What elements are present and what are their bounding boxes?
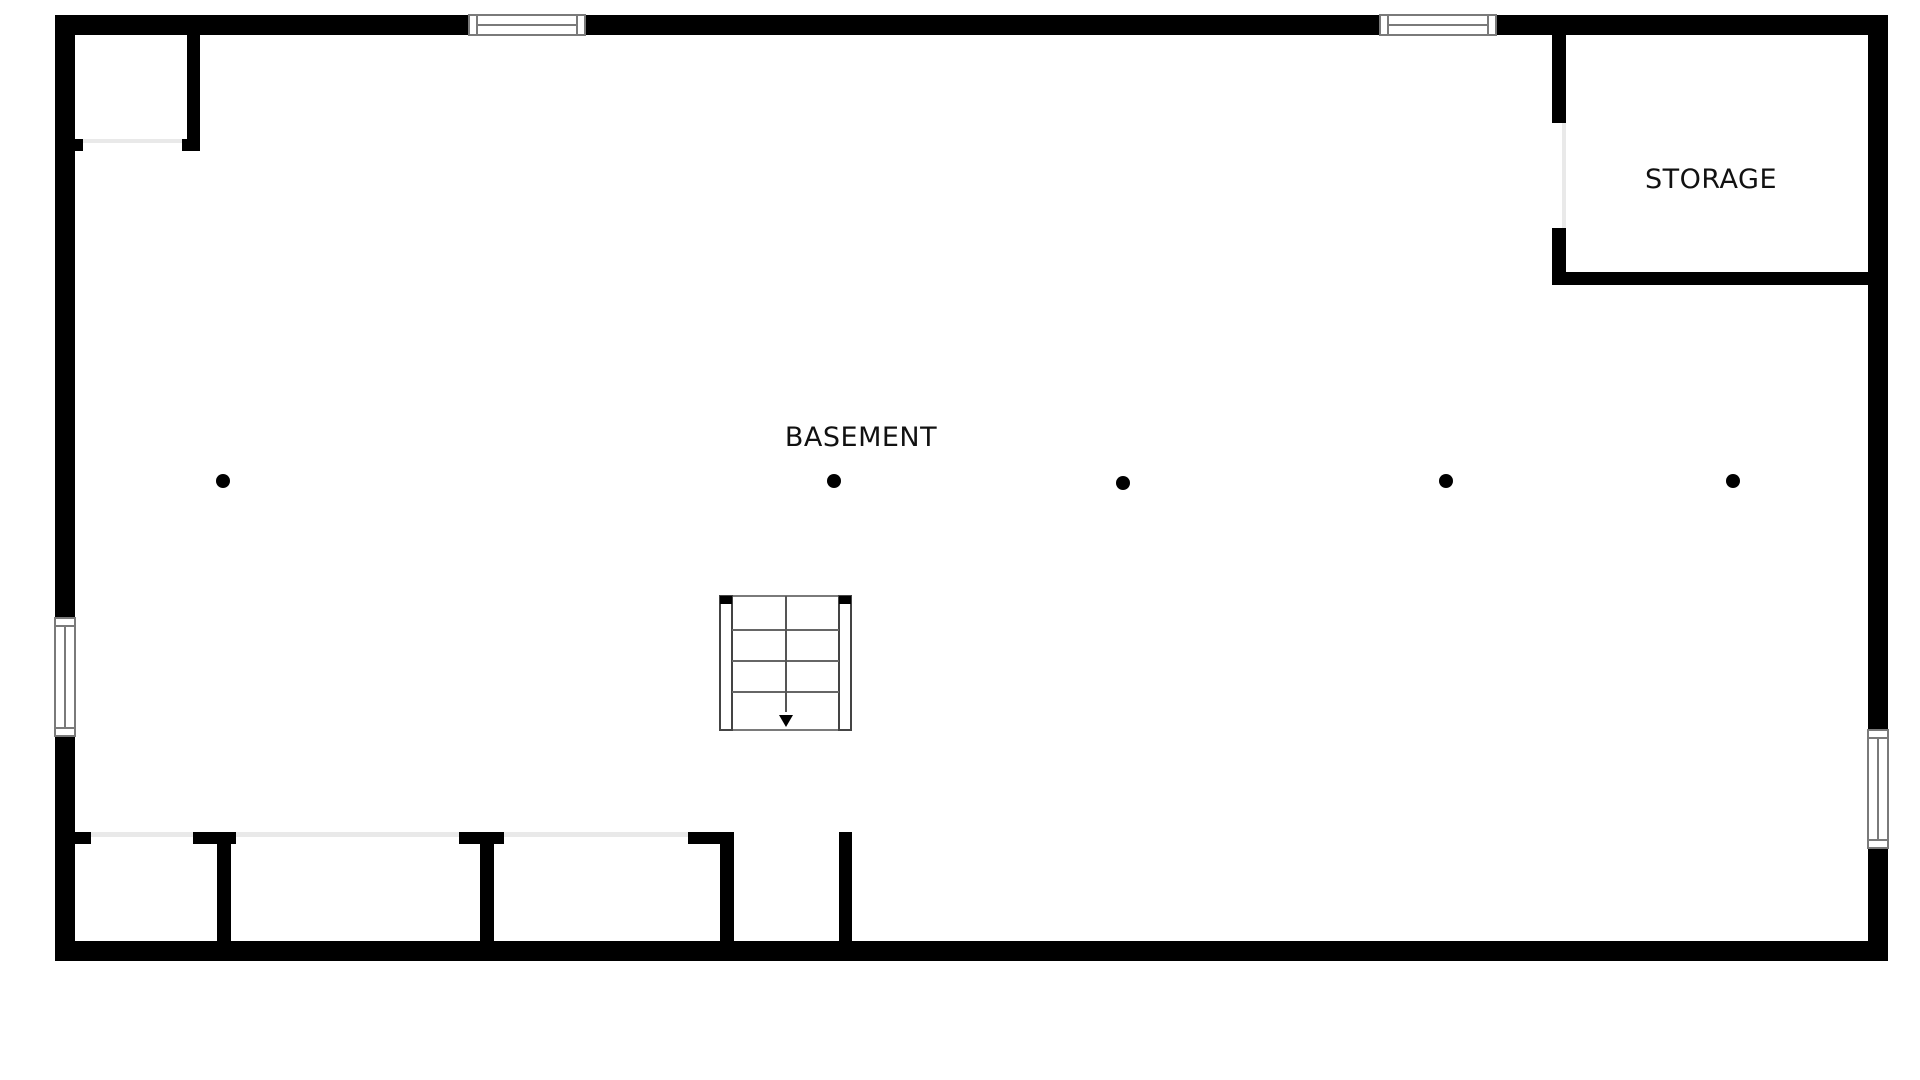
storage-wall-bottom <box>1552 272 1868 285</box>
stair-rail-right <box>838 595 852 731</box>
stair-rail-left <box>719 595 733 731</box>
window-top-right <box>1379 14 1497 36</box>
closet-opening <box>91 832 193 837</box>
bottom-closets <box>75 832 852 941</box>
closet-wall <box>187 15 200 151</box>
closet-opening <box>83 139 182 143</box>
stairs <box>719 595 852 731</box>
stair-post <box>839 596 851 604</box>
windows <box>54 14 1889 849</box>
closet-openings <box>91 832 688 837</box>
support-post <box>216 474 230 488</box>
closet-header-stub <box>75 832 91 844</box>
room-label-basement: BASEMENT <box>785 422 937 453</box>
stairs-down-arrow-icon <box>779 715 793 727</box>
support-post <box>1726 474 1740 488</box>
stair-post <box>720 596 732 604</box>
window-right <box>1867 729 1889 849</box>
wall-bottom <box>55 941 1888 961</box>
wall-left <box>55 15 75 961</box>
support-post <box>1439 474 1453 488</box>
storage-opening <box>1562 123 1566 228</box>
closet-divider <box>720 832 734 941</box>
closet-opening <box>236 832 459 837</box>
closet-wall-stub-right <box>182 139 200 151</box>
window-top-left <box>468 14 586 36</box>
wall-top <box>55 15 1888 35</box>
closet-wall-stub-left <box>75 139 83 151</box>
wall-right <box>1868 15 1888 961</box>
support-posts <box>216 474 1740 490</box>
storage-room: STORAGE <box>1552 15 1868 285</box>
exterior-walls <box>55 15 1888 961</box>
room-label-storage: STORAGE <box>1645 164 1777 195</box>
storage-wall-left-upper <box>1552 15 1566 123</box>
closet-divider <box>217 832 231 941</box>
support-post <box>827 474 841 488</box>
support-post <box>1116 476 1130 490</box>
storage-wall-left-lower <box>1552 228 1566 284</box>
closet-opening <box>504 832 688 837</box>
closet-divider <box>480 832 494 941</box>
closet-divider <box>839 832 852 941</box>
window-left <box>54 617 76 737</box>
top-left-closet <box>75 15 200 151</box>
